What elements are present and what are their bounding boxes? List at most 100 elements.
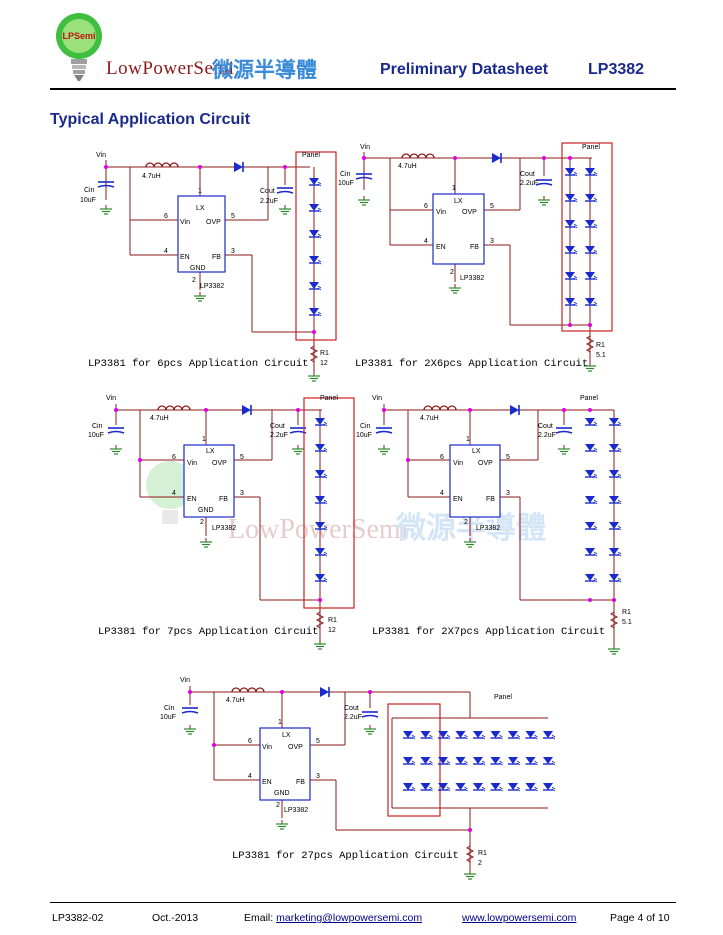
led-icon [542,730,556,740]
svg-text:LX: LX [472,448,481,455]
led-icon [314,417,328,427]
circuit-7pcs [115,404,322,640]
led-icon [584,573,598,583]
circuit-27pcs [189,686,548,870]
svg-text:LP3382: LP3382 [284,807,308,814]
led-icon [507,730,521,740]
led-icon [489,730,504,740]
svg-text:Cout: Cout [344,705,359,712]
svg-text:12: 12 [328,627,336,634]
svg-text:2.2uF: 2.2uF [538,432,556,439]
svg-text:4: 4 [164,248,168,255]
led-icon [524,756,539,766]
led-icon [472,756,486,766]
led-icon [608,547,622,557]
led-icon [584,193,598,203]
svg-text:10uF: 10uF [338,180,354,187]
svg-text:R1: R1 [328,617,337,624]
email-link[interactable]: marketing@lowpowersemi.com [276,912,423,924]
led-icon [419,756,434,766]
svg-text:OVP: OVP [478,460,493,467]
svg-text:Cout: Cout [538,423,553,430]
caption-2x7pcs: LP3381 for 2X7pcs Application Circuit [372,626,605,638]
cin-value: 10uF [80,197,96,204]
led-icon [308,203,322,213]
led-icon [472,782,486,792]
svg-text:3: 3 [231,248,235,255]
svg-text:Panel: Panel [580,395,598,402]
document-title: Preliminary Datasheet [380,61,549,78]
led-icon [489,756,504,766]
svg-text:3: 3 [490,238,494,245]
footer-email-label: Email: [244,912,274,924]
svg-text:LX: LX [454,198,463,205]
led-icon [308,255,322,265]
r1-label: R1 [320,350,329,357]
svg-text:EN: EN [187,496,197,503]
svg-text:2: 2 [478,860,482,867]
chip-name: LP3382 [200,283,224,290]
svg-text:R1: R1 [622,609,631,616]
svg-text:1: 1 [198,188,202,195]
led-icon [314,469,328,479]
panel-label: Panel [302,152,320,159]
svg-text:1: 1 [202,436,206,443]
led-icon [584,443,598,453]
led-icon [308,281,322,291]
led-icon [314,443,328,453]
website-link[interactable]: www.lowpowersemi.com [462,912,577,924]
svg-text:6: 6 [440,454,444,461]
svg-text:4.7uH: 4.7uH [150,415,169,422]
svg-text:Vin: Vin [187,460,197,467]
led-icon [454,756,469,766]
svg-text:10uF: 10uF [160,714,176,721]
svg-text:4: 4 [440,490,444,497]
svg-text:R1: R1 [596,342,605,349]
svg-text:GND: GND [198,507,214,514]
led-icon [584,167,598,177]
svg-text:2.2uF: 2.2uF [344,714,362,721]
company-logo: LPSemi [56,13,102,81]
svg-text:OVP: OVP [288,744,303,751]
led-icon [472,730,486,740]
svg-text:Panel: Panel [320,395,338,402]
led-icon [542,782,556,792]
led-icon [564,297,578,307]
footer-email: Email: marketing@lowpowersemi.com [244,912,422,924]
svg-text:6: 6 [172,454,176,461]
led-icon [564,193,578,203]
led-icon [584,495,598,505]
led-icon [608,495,622,505]
pin-lx: LX [196,205,205,212]
svg-text:Cin: Cin [92,423,103,430]
svg-text:R1: R1 [478,850,487,857]
svg-text:Cin: Cin [164,705,175,712]
svg-text:LP3382: LP3382 [476,525,500,532]
led-icon [584,297,598,307]
svg-text:4: 4 [248,773,252,780]
svg-text:5: 5 [231,213,235,220]
part-number: LP3382 [588,61,645,78]
led-icon [584,469,598,479]
svg-text:4.7uH: 4.7uH [226,697,245,704]
led-icon [308,229,322,239]
footer-divider [50,902,676,903]
svg-text:EN: EN [436,244,446,251]
svg-text:Cout: Cout [270,423,285,430]
svg-text:5: 5 [490,203,494,210]
led-icon [314,547,328,557]
pin-fb: FB [212,254,221,261]
led-icon [584,271,598,281]
svg-text:4.7uH: 4.7uH [398,163,417,170]
led-icon [454,730,469,740]
brand-name: LowPowerSemi [106,58,235,79]
svg-text:6: 6 [248,738,252,745]
led-icon [419,730,434,740]
svg-text:Cin: Cin [340,171,351,178]
vin-label: Vin [96,152,106,159]
svg-text:5.1: 5.1 [622,619,632,626]
led-icon [308,307,322,317]
cin-label: Cin [84,187,95,194]
svg-text:2.2uF: 2.2uF [520,180,538,187]
svg-text:Vin: Vin [262,744,272,751]
